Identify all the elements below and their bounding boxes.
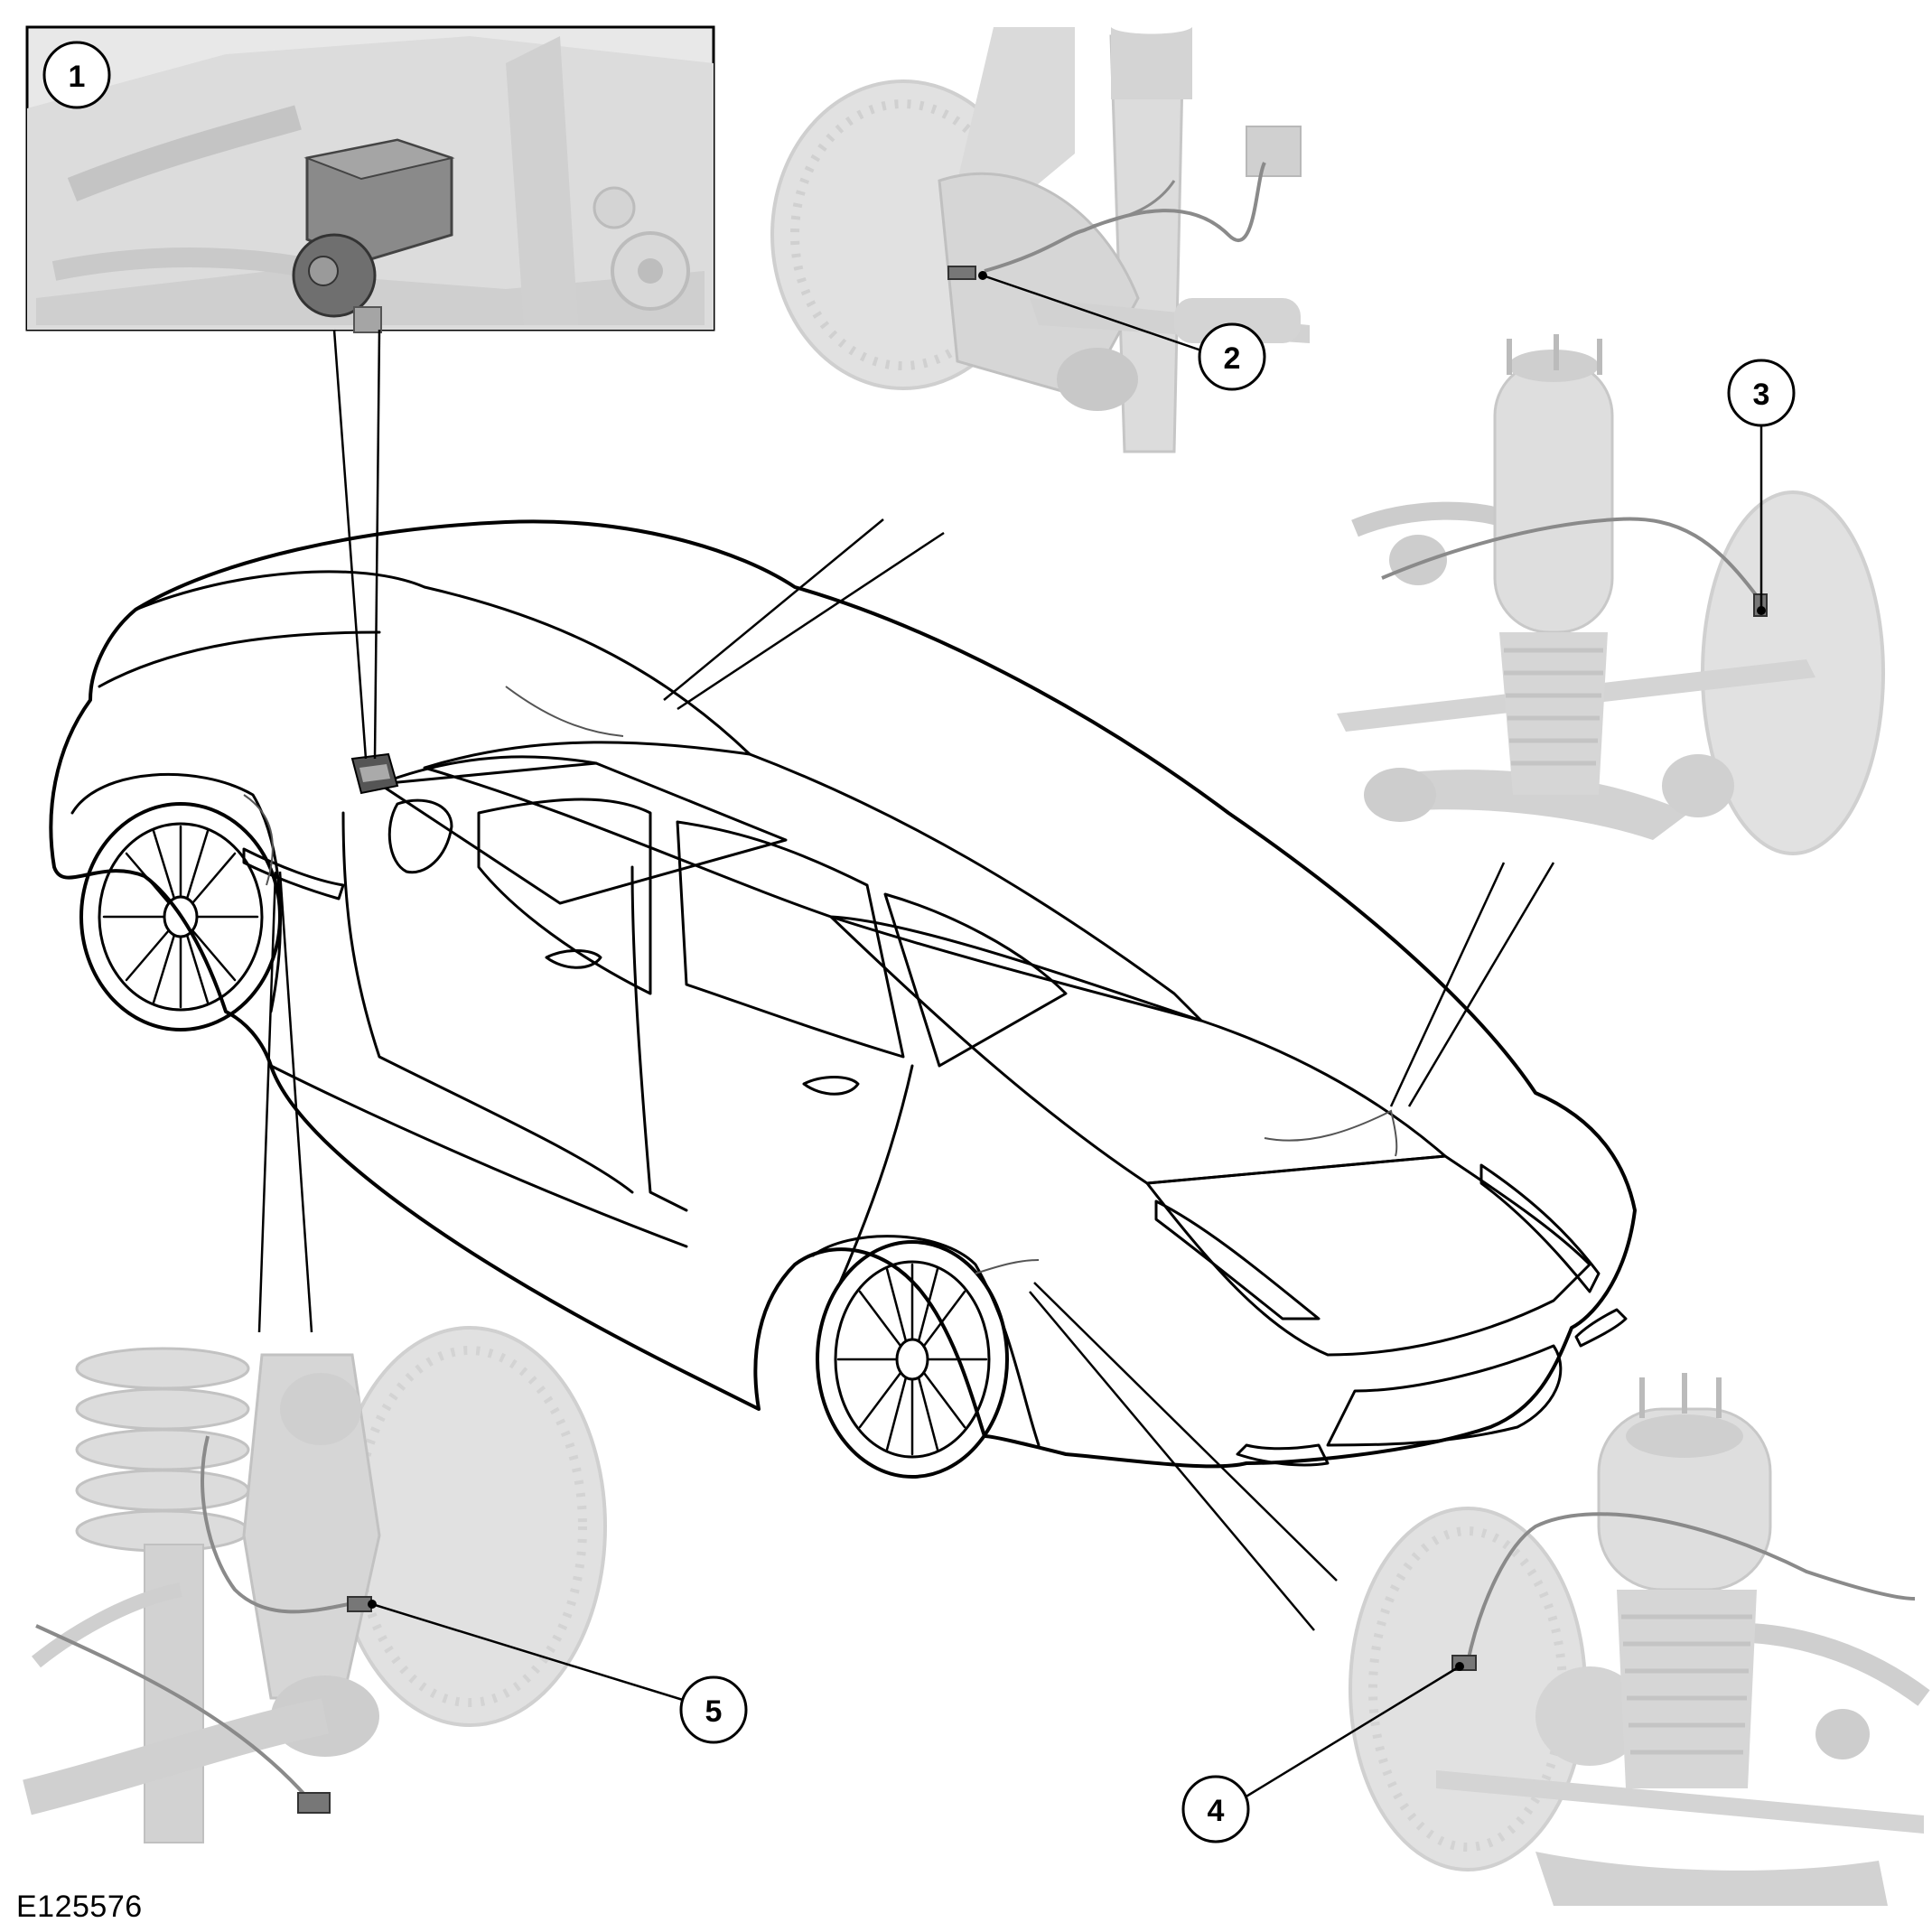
callout-1: 1 — [42, 41, 111, 109]
callout-3: 3 — [1727, 359, 1796, 427]
vehicle-outline — [49, 519, 1637, 1479]
callout-5: 5 — [679, 1675, 748, 1744]
detail-leader-lines — [257, 329, 1555, 1631]
detail-abs-module: 1 — [25, 25, 715, 333]
detail-rear-left-suspension: 4 — [1181, 1373, 1930, 1906]
abs-module-unit — [292, 138, 455, 333]
figure-id: E125576 — [16, 1890, 143, 1924]
abs-module-location — [350, 752, 399, 795]
svg-text:2: 2 — [1224, 341, 1241, 376]
svg-text:1: 1 — [69, 60, 86, 94]
callout-4: 4 — [1181, 1775, 1250, 1843]
svg-text:5: 5 — [705, 1694, 723, 1729]
front-right-wheel-speed-sensor — [947, 266, 976, 280]
svg-text:4: 4 — [1208, 1794, 1225, 1828]
detail-front-right-brake: 2 — [770, 27, 1310, 453]
wiring-harness-traces — [243, 686, 1398, 1274]
callout-2: 2 — [1198, 322, 1266, 391]
svg-text:3: 3 — [1753, 378, 1770, 412]
detail-front-left-brake: 5 — [23, 1326, 748, 1843]
detail-rear-right-suspension: 3 — [1337, 334, 1885, 855]
